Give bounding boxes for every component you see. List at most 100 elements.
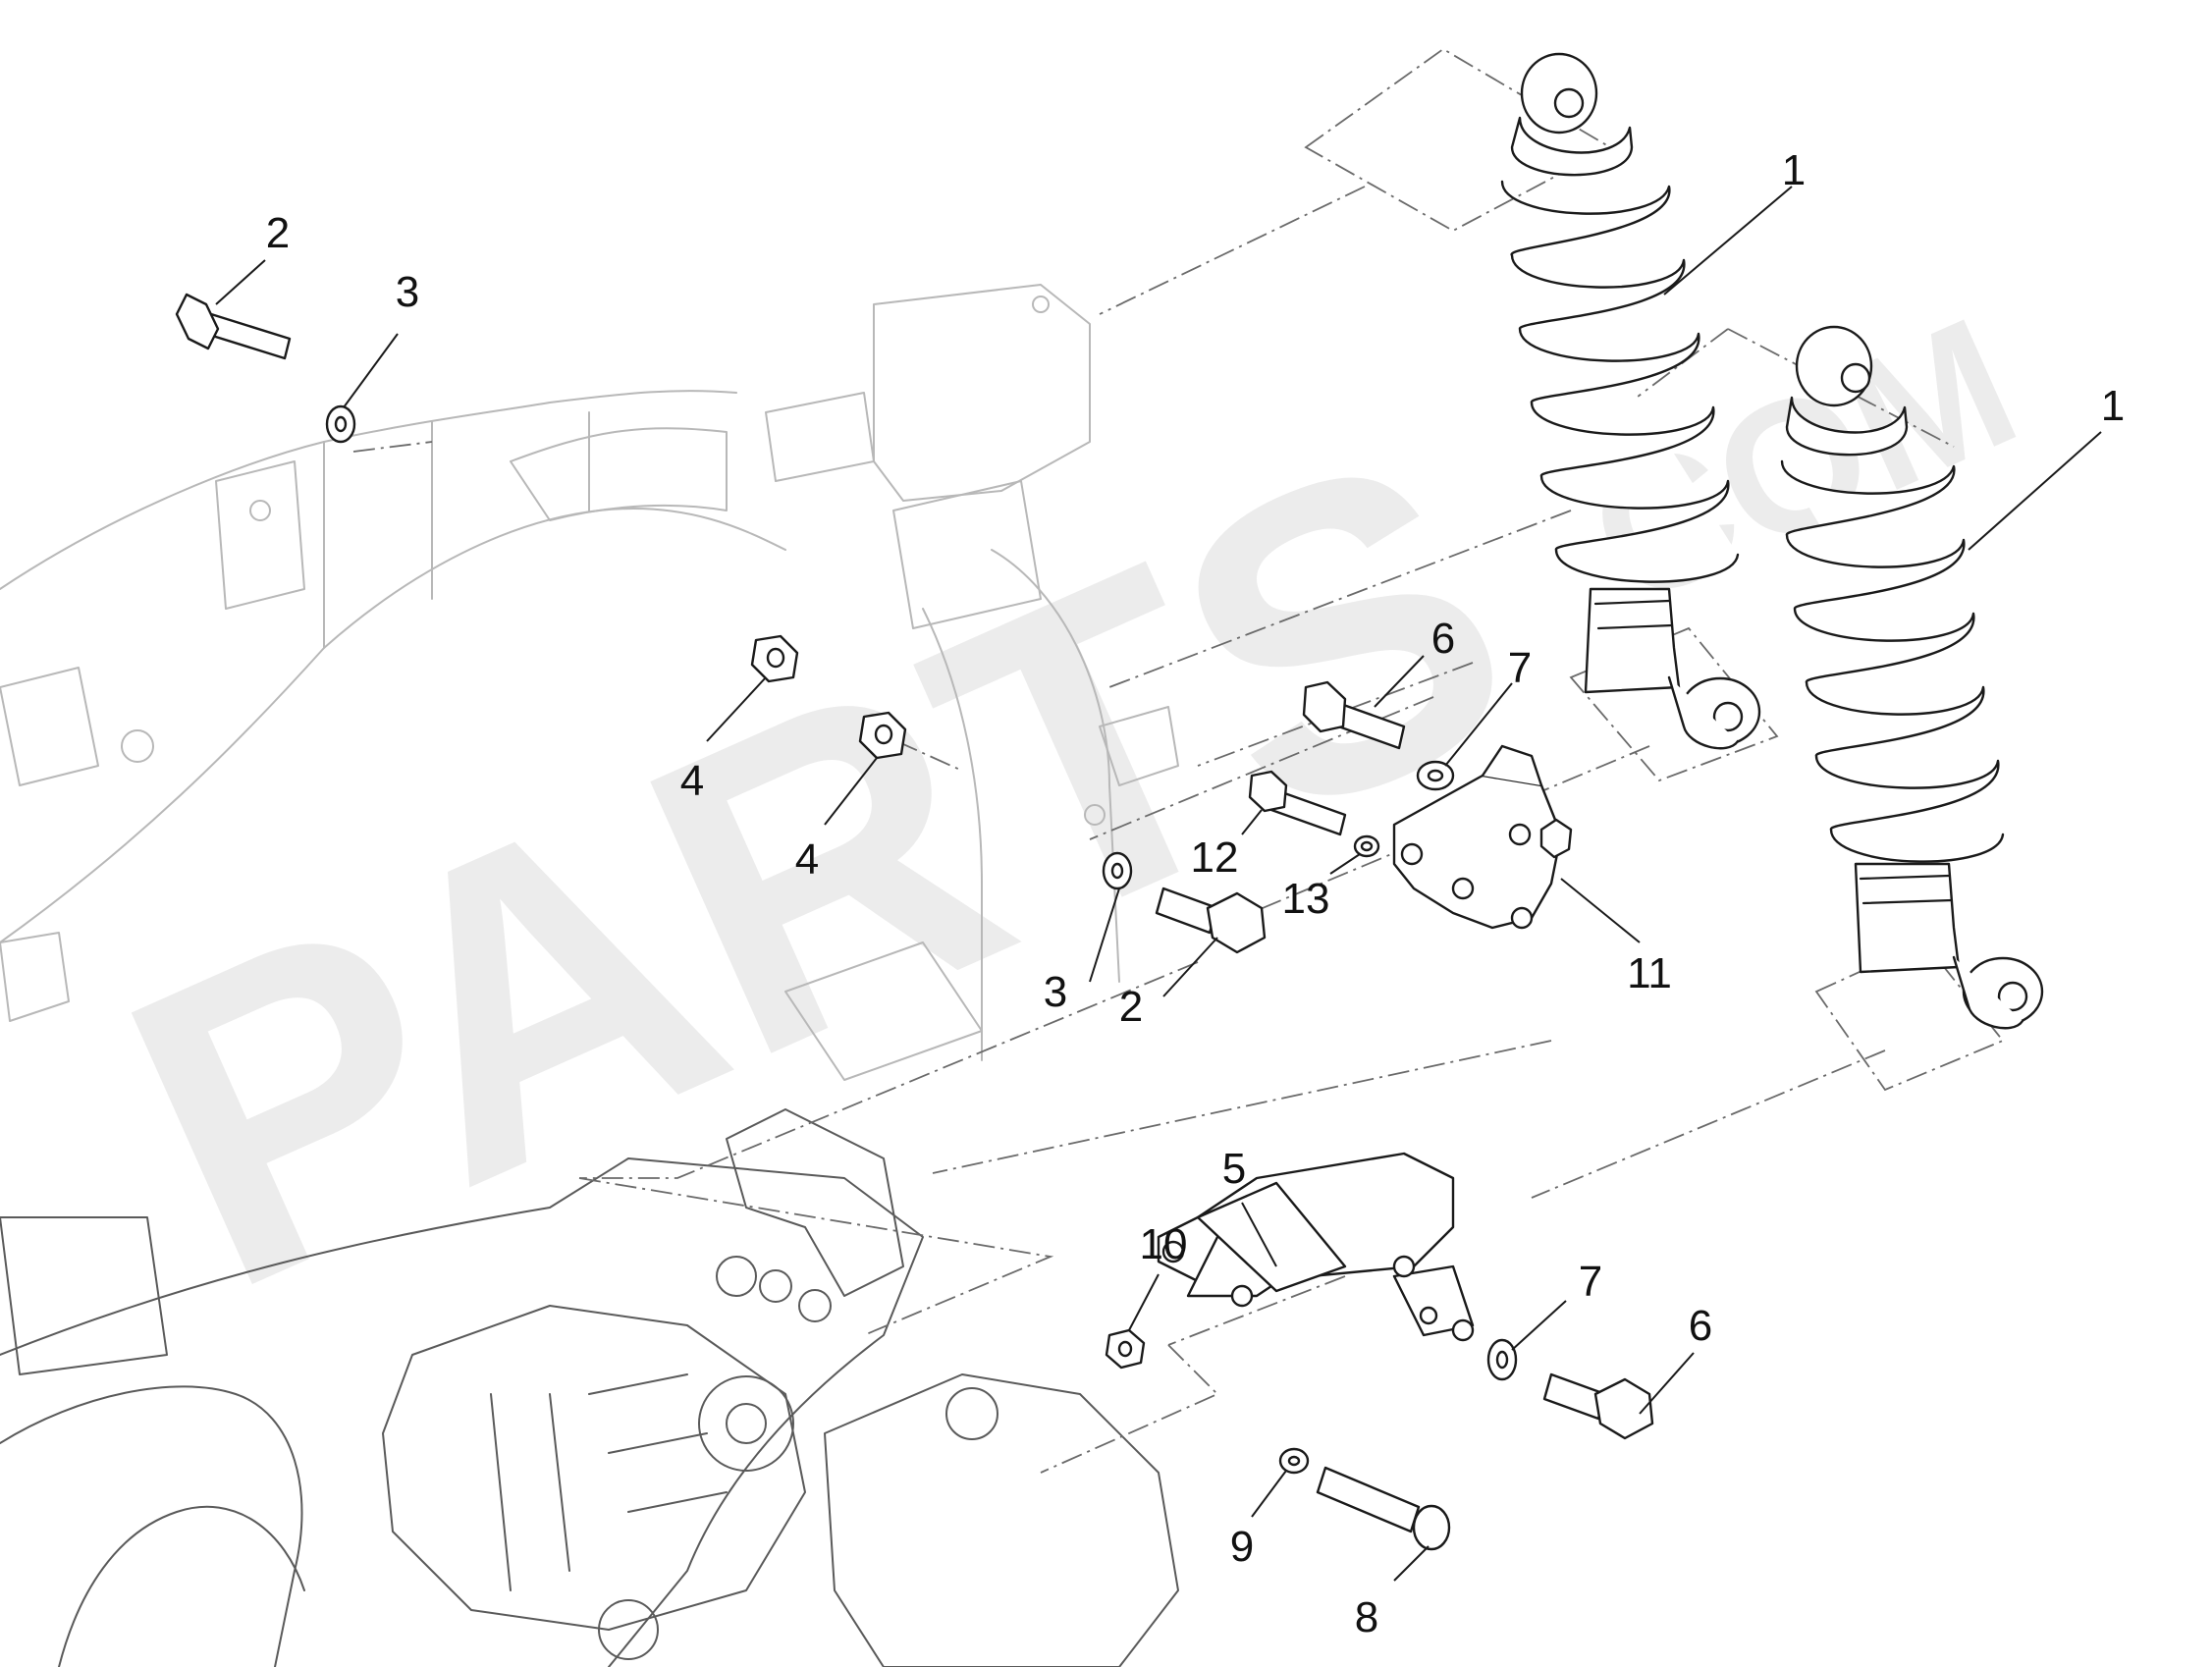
alignment-line bbox=[1099, 186, 1366, 315]
leader-line bbox=[1241, 1202, 1277, 1267]
bolt-hex-head bbox=[1248, 770, 1288, 813]
bracket-hole bbox=[1419, 1306, 1438, 1325]
alignment-line bbox=[1531, 1049, 1886, 1199]
washer-lower-right-hole bbox=[1495, 1350, 1509, 1370]
engine-radiator bbox=[0, 1216, 168, 1375]
shock-spring bbox=[1500, 180, 1740, 583]
callouts: 1 1 2 2 3 3 4 4 5 6 6 7 7 8 9 10 11 12 1… bbox=[266, 146, 2125, 1641]
leader-line bbox=[1241, 809, 1263, 835]
alignment-line bbox=[932, 1040, 1552, 1174]
shock-body-rib bbox=[1859, 874, 1954, 905]
shock-body bbox=[1584, 587, 1681, 694]
bolt-hex-head bbox=[1206, 891, 1267, 954]
leader-line bbox=[1968, 431, 2102, 551]
socket-cap-screw bbox=[1316, 1466, 1451, 1551]
washer-upper-left-hole bbox=[334, 415, 348, 433]
bolt-hex-head bbox=[175, 293, 220, 350]
frame-tube-lower bbox=[0, 508, 786, 943]
leader-line bbox=[1162, 937, 1218, 997]
bolt-hex-head bbox=[1302, 680, 1347, 733]
leader-line bbox=[215, 259, 266, 305]
frame-lower-plate bbox=[784, 941, 983, 1081]
bracket-flange bbox=[1481, 744, 1543, 787]
callout-2-upper: 2 bbox=[266, 209, 290, 257]
leader-line bbox=[1511, 1300, 1567, 1351]
engine-pulley-hub bbox=[726, 1403, 767, 1444]
washer-13-hole bbox=[1360, 840, 1374, 852]
leader-line bbox=[1329, 853, 1361, 875]
alignment-line bbox=[1304, 47, 1612, 233]
shock-absorber-right bbox=[1780, 325, 2044, 1030]
engine-assembly bbox=[0, 1108, 1179, 1667]
leader-line bbox=[1251, 1470, 1287, 1518]
callout-11: 11 bbox=[1627, 949, 1672, 997]
screw-shank bbox=[1316, 1466, 1421, 1533]
engine-bolt-hole bbox=[716, 1256, 757, 1297]
frame-tube-inner bbox=[323, 411, 590, 649]
callout-3-upper: 3 bbox=[396, 268, 419, 316]
upper-shock-bracket bbox=[1392, 744, 1573, 930]
washer-center-hole bbox=[1110, 862, 1124, 880]
bolt-lower-right bbox=[1542, 1372, 1654, 1440]
lower-shock-bracket bbox=[1157, 1152, 1475, 1342]
shock-body bbox=[1854, 862, 1961, 974]
engine-shock-mount bbox=[726, 1108, 904, 1297]
engine-cover bbox=[824, 1373, 1179, 1667]
callout-10: 10 bbox=[1140, 1220, 1188, 1268]
bracket-hole bbox=[1451, 877, 1475, 900]
callout-7-lower: 7 bbox=[1579, 1258, 1602, 1306]
shock-spring bbox=[1780, 459, 2005, 863]
frame-hole bbox=[121, 729, 154, 763]
callout-3-center: 3 bbox=[1044, 968, 1067, 1016]
callout-1-left: 1 bbox=[1782, 146, 1806, 194]
leader-line bbox=[706, 676, 767, 742]
watermark: PARTS COM bbox=[68, 278, 2044, 1379]
leader-line bbox=[824, 757, 878, 826]
bracket-top bbox=[1196, 1181, 1347, 1293]
nut-10 bbox=[1105, 1328, 1146, 1370]
nut-hole bbox=[766, 647, 785, 669]
engine-caliper bbox=[945, 1387, 998, 1440]
bracket-nut bbox=[1539, 818, 1573, 859]
callout-8: 8 bbox=[1355, 1593, 1378, 1641]
leader-line bbox=[1663, 186, 1793, 296]
leader-line bbox=[1639, 1352, 1695, 1415]
alignment-line bbox=[1108, 510, 1572, 688]
shock-body-rib bbox=[1593, 599, 1674, 630]
washer-upper-center-hole bbox=[1427, 769, 1444, 782]
alignment-line bbox=[1167, 1275, 1346, 1346]
callout-7-upper: 7 bbox=[1508, 644, 1532, 692]
shock-top-eye-hole bbox=[1553, 87, 1585, 119]
frame-hole bbox=[1084, 804, 1106, 826]
alignment-line bbox=[578, 1177, 1054, 1336]
engine-bolt-hole bbox=[759, 1269, 792, 1303]
nut-hole bbox=[1117, 1340, 1133, 1358]
engine-housing bbox=[382, 1305, 806, 1631]
washer-9-hole bbox=[1287, 1455, 1301, 1467]
callout-1-right: 1 bbox=[2101, 382, 2125, 430]
frame-bracket-top bbox=[873, 284, 1091, 502]
callout-9: 9 bbox=[1230, 1523, 1254, 1571]
leader-lines bbox=[215, 186, 2102, 1582]
shock-top-cap bbox=[1785, 396, 1909, 457]
leader-line bbox=[343, 333, 399, 408]
bracket-hole bbox=[1161, 1240, 1185, 1264]
screw-head bbox=[1412, 1504, 1451, 1551]
frame-tube-upper bbox=[0, 390, 737, 590]
leader-line bbox=[1089, 887, 1120, 983]
engine-detail bbox=[490, 1373, 728, 1591]
frame-bracket-tab bbox=[765, 392, 875, 482]
callout-6-lower: 6 bbox=[1689, 1302, 1712, 1350]
leader-line bbox=[1128, 1273, 1160, 1331]
bolt-shank bbox=[204, 312, 292, 360]
bracket-hole bbox=[1392, 1255, 1416, 1278]
shock-bottom-mount bbox=[1952, 955, 2024, 1030]
shock-absorber-left bbox=[1500, 52, 1761, 750]
bracket-hole bbox=[1508, 823, 1532, 846]
engine-pipe-2 bbox=[58, 1505, 305, 1667]
callout-5: 5 bbox=[1222, 1145, 1246, 1193]
nut-center bbox=[858, 711, 907, 760]
shock-bottom-eye-hole bbox=[1997, 981, 2028, 1012]
callout-2-center: 2 bbox=[1119, 983, 1143, 1031]
